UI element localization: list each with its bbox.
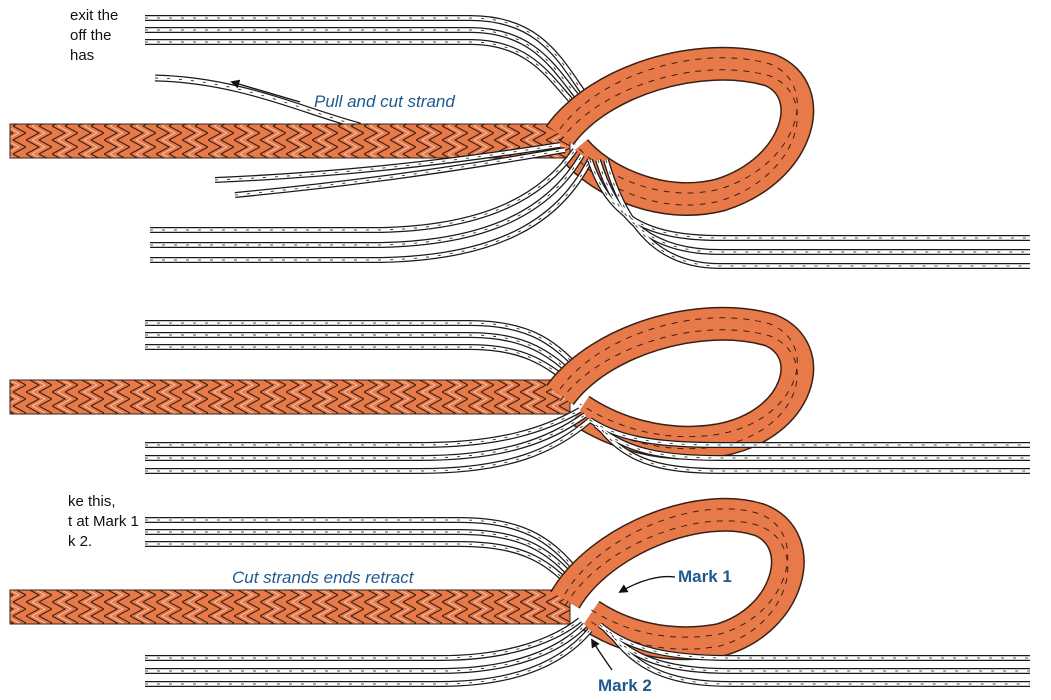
note-line: t at Mark 1: [68, 512, 188, 532]
mark1-arrow: [620, 577, 675, 592]
note-line: exit the: [70, 6, 190, 26]
rope-body: [10, 590, 570, 624]
note-line: off the: [70, 26, 190, 46]
mark-2-label: Mark 2: [598, 676, 652, 696]
rope-body: [10, 380, 570, 414]
mark-1-label: Mark 1: [678, 567, 732, 587]
note-top-left: exit the off the has: [70, 6, 190, 66]
note-bottom-left: ke this, t at Mark 1 k 2.: [68, 492, 188, 552]
rope-eye: [565, 515, 788, 643]
caption-pull-strand: Pull and cut strand: [314, 92, 455, 112]
note-line: ke this,: [68, 492, 188, 512]
panel-2: [10, 318, 1030, 471]
strand-bundle-lower-left: [150, 145, 590, 260]
note-line: has: [70, 46, 190, 66]
note-line: k 2.: [68, 532, 188, 552]
caption-retract: Cut strands ends retract: [232, 568, 413, 588]
